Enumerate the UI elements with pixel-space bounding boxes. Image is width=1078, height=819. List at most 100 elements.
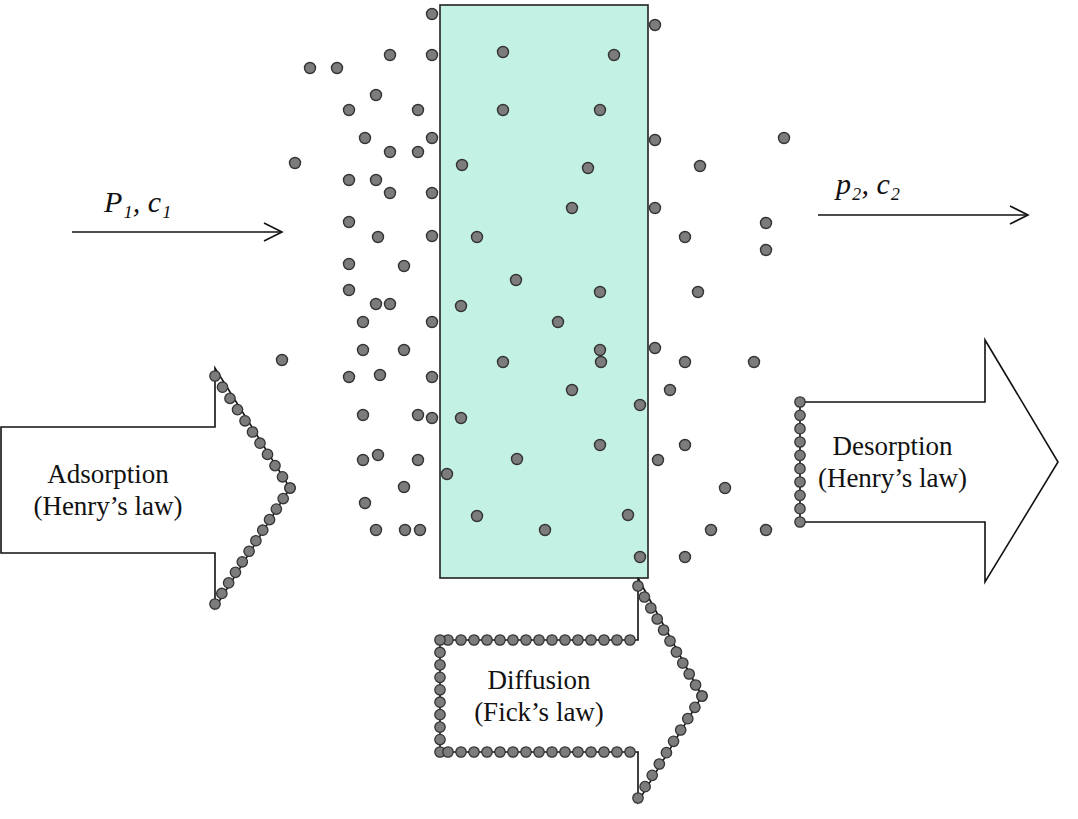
- gas-molecule: [508, 635, 518, 645]
- gas-molecule: [244, 546, 254, 556]
- stream-label: P₁, c₁: [104, 184, 172, 220]
- gas-molecule: [779, 133, 790, 144]
- gas-molecule: [277, 355, 288, 366]
- gas-molecule: [371, 525, 382, 536]
- block-arrow-shape: [1, 368, 290, 608]
- gas-molecule: [482, 747, 492, 757]
- gas-molecule: [413, 147, 424, 158]
- gas-molecule: [247, 427, 257, 437]
- gas-molecule: [427, 188, 438, 199]
- gas-molecule: [595, 287, 606, 298]
- gas-molecule: [358, 455, 369, 466]
- gas-molecule: [534, 635, 544, 645]
- gas-molecule: [647, 770, 657, 780]
- gas-molecule: [653, 455, 664, 466]
- gas-molecule: [305, 63, 316, 74]
- gas-molecule: [264, 514, 274, 524]
- gas-molecule: [375, 370, 386, 381]
- gas-molecule: [332, 63, 343, 74]
- gas-molecule: [567, 203, 578, 214]
- gas-molecule: [442, 469, 453, 480]
- gas-molecule: [695, 161, 706, 172]
- gas-molecule: [435, 635, 445, 645]
- gas-molecule: [472, 232, 483, 243]
- feed-arrow: [72, 231, 281, 233]
- gas-molecule: [623, 510, 634, 521]
- gas-molecule: [217, 588, 227, 598]
- gas-molecule: [795, 477, 805, 487]
- gas-molecule: [456, 747, 466, 757]
- gas-molecule: [251, 536, 261, 546]
- gas-molecule: [680, 232, 691, 243]
- adsorbed-molecules: [795, 397, 805, 527]
- process-label: Diffusion (Fick’s law): [454, 664, 624, 729]
- gas-molecule: [596, 357, 607, 368]
- gas-molecule: [456, 413, 467, 424]
- gas-molecule: [534, 747, 544, 757]
- gas-molecule: [385, 50, 396, 61]
- gas-molecule: [427, 231, 438, 242]
- gas-molecule: [371, 90, 382, 101]
- gas-molecule: [693, 287, 704, 298]
- gas-molecule: [680, 357, 691, 368]
- gas-molecule: [795, 423, 805, 433]
- gas-molecule: [595, 105, 606, 116]
- gas-molecule: [427, 413, 438, 424]
- gas-molecule: [680, 552, 691, 563]
- gas-molecule: [635, 400, 646, 411]
- gas-molecule: [612, 635, 622, 645]
- gas-molecule: [344, 259, 355, 270]
- gas-molecule: [495, 747, 505, 757]
- block-arrow: Adsorption (Henry’s law): [1, 368, 290, 608]
- gas-molecule: [646, 603, 656, 613]
- gas-molecule: [427, 372, 438, 383]
- gas-molecule: [373, 450, 384, 461]
- gas-molecule: [456, 635, 466, 645]
- process-label: Desorption (Henry’s law): [803, 430, 983, 495]
- gas-molecule: [413, 455, 424, 466]
- gas-molecule: [586, 747, 596, 757]
- gas-molecule: [511, 275, 522, 286]
- gas-molecule: [680, 440, 691, 451]
- gas-molecule: [521, 635, 531, 645]
- gas-molecule: [427, 317, 438, 328]
- gas-molecule: [547, 747, 557, 757]
- gas-molecule: [469, 747, 479, 757]
- gas-molecule: [683, 713, 693, 723]
- gas-molecule: [650, 343, 661, 354]
- gas-molecule: [413, 105, 424, 116]
- gas-molecule: [583, 163, 594, 174]
- gas-molecule: [290, 158, 301, 169]
- gas-molecule: [635, 552, 646, 563]
- gas-molecule: [373, 232, 384, 243]
- gas-molecule: [697, 691, 707, 701]
- gas-molecule: [684, 669, 694, 679]
- gas-molecule: [415, 525, 426, 536]
- gas-molecule: [427, 133, 438, 144]
- adsorbed-molecules: [210, 371, 295, 609]
- gas-molecule: [495, 635, 505, 645]
- gas-molecule: [498, 105, 509, 116]
- gas-molecule: [650, 203, 661, 214]
- gas-molecule: [612, 747, 622, 757]
- gas-molecule: [472, 511, 483, 522]
- gas-molecule: [498, 357, 509, 368]
- gas-molecule: [652, 614, 662, 624]
- gas-molecule: [435, 647, 445, 657]
- gas-molecule: [658, 625, 668, 635]
- block-arrow: Diffusion (Fick’s law): [440, 578, 702, 802]
- gas-molecule: [456, 301, 467, 312]
- gas-molecule: [255, 438, 265, 448]
- gas-molecule: [278, 493, 288, 503]
- gas-molecule: [469, 635, 479, 645]
- gas-molecule: [586, 635, 596, 645]
- gas-molecule: [625, 747, 635, 757]
- gas-molecule: [761, 218, 772, 229]
- gas-molecule: [270, 460, 280, 470]
- gas-molecule: [344, 105, 355, 116]
- gas-molecule: [678, 658, 688, 668]
- membrane: [440, 5, 648, 578]
- gas-molecule: [358, 317, 369, 328]
- gas-molecule: [435, 709, 445, 719]
- gas-molecule: [553, 317, 564, 328]
